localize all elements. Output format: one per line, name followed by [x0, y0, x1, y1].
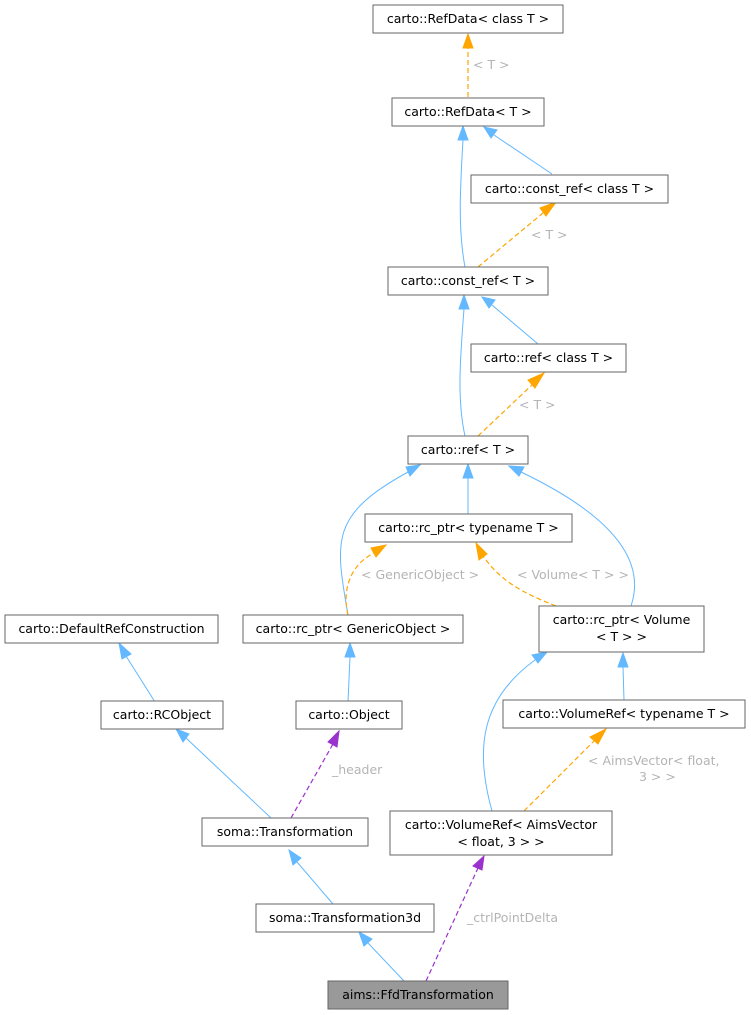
edge-ffd-inherit-transformation3d	[358, 930, 405, 982]
edge-label-t-const-ref: < T >	[531, 227, 568, 242]
node-volumeref-typename-t[interactable]: carto::VolumeRef< typename T >	[502, 699, 746, 729]
edge-label-t-ref: < T >	[519, 397, 556, 412]
svg-text:carto::Object: carto::Object	[308, 707, 389, 722]
node-const-ref-t[interactable]: carto::const_ref< T >	[387, 266, 549, 296]
edge-ref-inherit-const-ref	[458, 293, 470, 437]
svg-text:carto::const_ref< class T >: carto::const_ref< class T >	[485, 181, 654, 196]
edge-transformation3d-inherit	[288, 848, 334, 905]
edge-label-volume-t: < Volume< T > >	[517, 567, 629, 582]
node-refdata-t[interactable]: carto::RefData< T >	[391, 97, 545, 127]
node-ref-t[interactable]: carto::ref< T >	[407, 435, 529, 465]
edge-const-ref-inherit-refdata	[457, 124, 469, 268]
svg-text:carto::VolumeRef< AimsVector: carto::VolumeRef< AimsVector	[405, 817, 598, 832]
svg-text:carto::const_ref< T >: carto::const_ref< T >	[401, 273, 535, 288]
node-refdata-class-t[interactable]: carto::RefData< class T >	[372, 4, 564, 34]
edge-rcobject-inherit-default	[118, 641, 156, 703]
edge-transformation-inherit-rcobject	[174, 728, 272, 819]
svg-text:carto::rc_ptr< GenericObject >: carto::rc_ptr< GenericObject >	[256, 621, 451, 636]
svg-text:carto::RefData< class T >: carto::RefData< class T >	[387, 11, 549, 26]
node-const-ref-class-t[interactable]: carto::const_ref< class T >	[470, 174, 669, 204]
edge-label-aimsvector-1: < AimsVector< float,	[588, 753, 720, 768]
edge-ref-class-inherit-const-ref	[480, 296, 539, 345]
edge-label-generic-object: < GenericObject >	[361, 567, 479, 582]
edge-label-aimsvector-2: 3 > >	[639, 769, 676, 784]
svg-text:carto::VolumeRef< typename T >: carto::VolumeRef< typename T >	[518, 706, 729, 721]
node-rc-ptr-typename-t[interactable]: carto::rc_ptr< typename T >	[364, 513, 573, 543]
node-soma-transformation3d[interactable]: soma::Transformation3d	[255, 903, 435, 933]
edge-const-ref-template	[477, 200, 558, 268]
edge-label-header: _header	[331, 762, 383, 777]
svg-text:carto::RefData< T >: carto::RefData< T >	[404, 104, 531, 119]
svg-text:carto::rc_ptr< typename T >: carto::rc_ptr< typename T >	[378, 520, 558, 535]
edge-rc-ptr-generic-inherit-ref	[340, 464, 422, 616]
node-ffd-transformation[interactable]: aims::FfdTransformation	[327, 980, 509, 1010]
svg-text:soma::Transformation3d: soma::Transformation3d	[269, 910, 421, 925]
edge-label-t-refdata: < T >	[473, 57, 510, 72]
svg-text:< T > >: < T > >	[596, 629, 647, 644]
edge-ffd-uses-volumeref	[425, 854, 485, 982]
svg-text:carto::ref< class T >: carto::ref< class T >	[484, 350, 613, 365]
edge-label-ctrl-point-delta: _ctrlPointDelta	[466, 910, 558, 925]
node-default-ref-construction[interactable]: carto::DefaultRefConstruction	[4, 614, 219, 644]
svg-text:carto::RCObject: carto::RCObject	[113, 707, 211, 722]
svg-text:carto::ref< T >: carto::ref< T >	[421, 442, 515, 457]
edge-ref-template	[477, 371, 546, 437]
svg-text:aims::FfdTransformation: aims::FfdTransformation	[342, 987, 494, 1002]
edge-const-ref-class-inherit-refdata	[482, 126, 553, 175]
edge-volumeref-aimsvector-inherit	[482, 651, 549, 812]
node-object[interactable]: carto::Object	[295, 700, 403, 730]
svg-text:< float, 3 > >: < float, 3 > >	[457, 834, 544, 849]
edge-rc-ptr-volume-inherit-ref	[507, 465, 636, 607]
edge-refdata-template	[462, 32, 474, 97]
edge-rc-ptr-volume-template	[475, 541, 557, 607]
edge-rc-ptr-typename-inherit-ref	[462, 462, 474, 514]
edge-object-inherit-rc-ptr	[344, 641, 356, 703]
edge-volumeref-typename-inherit	[617, 651, 629, 701]
svg-text:carto::rc_ptr< Volume: carto::rc_ptr< Volume	[553, 612, 691, 627]
node-soma-transformation[interactable]: soma::Transformation	[201, 817, 369, 847]
node-rc-ptr-volume[interactable]: carto::rc_ptr< Volume < T > >	[538, 605, 705, 653]
node-rc-ptr-generic-object[interactable]: carto::rc_ptr< GenericObject >	[242, 614, 464, 644]
edge-rc-ptr-generic-template	[345, 544, 388, 616]
svg-text:soma::Transformation: soma::Transformation	[217, 824, 353, 839]
edge-transformation-uses-object	[290, 729, 340, 819]
edge-volumeref-aimsvector-template	[523, 727, 608, 812]
svg-text:carto::DefaultRefConstruction: carto::DefaultRefConstruction	[18, 621, 204, 636]
node-rcobject[interactable]: carto::RCObject	[100, 700, 224, 730]
node-volumeref-aimsvector[interactable]: carto::VolumeRef< AimsVector < float, 3 …	[389, 810, 613, 856]
node-ref-class-t[interactable]: carto::ref< class T >	[470, 343, 627, 373]
